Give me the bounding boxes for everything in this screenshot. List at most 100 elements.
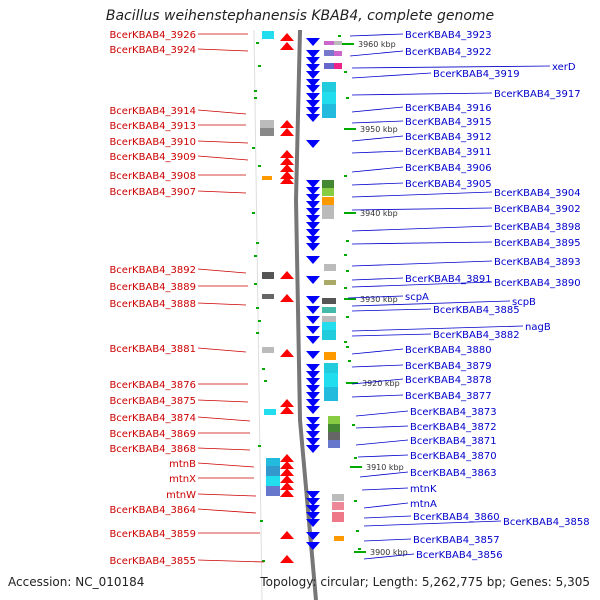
gene-arrow-reverse (306, 276, 320, 284)
right-gene-label: BcerKBAB4_3870 (410, 451, 497, 462)
right-gene-label: BcerKBAB4_3915 (405, 117, 492, 128)
feature-marker (344, 341, 347, 343)
right-gene-label: BcerKBAB4_3904 (494, 188, 581, 199)
gene-color-block (322, 188, 334, 196)
gene-arrow-reverse (306, 85, 320, 93)
gene-arrow-forward (280, 150, 294, 158)
right-label-connector (351, 333, 432, 337)
gene-color-block (264, 409, 276, 415)
right-label-connector (351, 65, 551, 69)
right-gene-label: BcerKBAB4_3879 (405, 361, 492, 372)
gene-color-block (334, 41, 342, 45)
gene-color-block (324, 41, 334, 45)
right-label-connector (351, 300, 511, 307)
left-gene-label: BcerKBAB4_3914 (109, 106, 196, 117)
feature-marker (256, 242, 259, 244)
bp-tick-label: 3940 kbp (360, 209, 398, 218)
gene-color-block (262, 176, 272, 180)
left-gene-label: BcerKBAB4_3874 (109, 413, 196, 424)
gene-arrow-reverse (306, 57, 320, 65)
gene-color-block (260, 120, 274, 128)
right-label-connector (351, 120, 404, 124)
gene-arrow-forward (280, 164, 294, 172)
left-gene-label: BcerKBAB4_3869 (109, 429, 196, 440)
feature-marker (256, 307, 259, 309)
right-gene-label: BcerKBAB4_3880 (405, 345, 492, 356)
gene-color-block (266, 476, 280, 486)
gene-color-block (262, 272, 274, 279)
gene-color-block (322, 92, 336, 104)
right-gene-label: BcerKBAB4_3902 (494, 204, 581, 215)
right-gene-label: BcerKBAB4_3885 (433, 305, 520, 316)
gene-arrow-forward (280, 468, 294, 476)
right-gene-label: BcerKBAB4_3873 (410, 407, 497, 418)
right-gene-label: BcerKBAB4_3906 (405, 163, 492, 174)
right-gene-label: BcerKBAB4_3863 (410, 468, 497, 479)
gene-color-block (332, 512, 344, 522)
left-label-connector (197, 302, 247, 306)
gene-color-block (324, 264, 336, 271)
bp-tick-label: 3950 kbp (360, 125, 398, 134)
right-label-connector (357, 454, 409, 458)
gene-arrow-reverse (306, 326, 320, 334)
gene-arrow-reverse (306, 256, 320, 264)
right-label-connector (351, 378, 404, 385)
right-label-connector (351, 260, 493, 267)
right-gene-label: BcerKBAB4_3919 (433, 69, 520, 80)
feature-marker (252, 147, 255, 149)
right-gene-label: BcerKBAB4_3923 (405, 30, 492, 41)
left-gene-label: BcerKBAB4_3864 (109, 505, 196, 516)
feature-marker (356, 530, 359, 532)
gene-arrow-reverse (306, 445, 320, 453)
gene-arrow-reverse (306, 100, 320, 108)
gene-arrow-reverse (306, 114, 320, 122)
feature-marker (346, 270, 349, 272)
right-gene-label: BcerKBAB4_3912 (405, 132, 492, 143)
left-gene-label: BcerKBAB4_3908 (109, 171, 196, 182)
right-label-connector (363, 502, 409, 509)
right-gene-label: BcerKBAB4_3922 (405, 47, 492, 58)
gene-color-block (322, 82, 336, 92)
gene-arrow-forward (280, 461, 294, 469)
gene-arrow-reverse (306, 93, 320, 101)
gene-arrow-forward (280, 555, 294, 563)
left-gene-label: BcerKBAB4_3913 (109, 121, 196, 132)
gene-color-block (324, 50, 334, 56)
feature-marker (346, 316, 349, 318)
right-label-connector (363, 520, 502, 527)
gene-arrow-reverse (306, 364, 320, 372)
right-label-connector (351, 364, 404, 368)
gene-arrow-forward (280, 120, 294, 128)
left-gene-label: BcerKBAB4_3868 (109, 444, 196, 455)
feature-marker (254, 90, 257, 92)
right-gene-label: mtnK (410, 484, 437, 495)
bp-tick-label: 3930 kbp (360, 295, 398, 304)
gene-color-block (324, 387, 338, 401)
right-gene-label: BcerKBAB4_3898 (494, 222, 581, 233)
feature-marker (346, 240, 349, 242)
gene-arrow-reverse (306, 201, 320, 209)
gene-arrow-forward (280, 482, 294, 490)
right-label-connector (351, 308, 432, 312)
gene-color-block (334, 536, 344, 541)
gene-color-block (324, 373, 338, 387)
left-label-connector (197, 190, 247, 194)
gene-color-block (266, 486, 280, 496)
left-gene-label: BcerKBAB4_3859 (109, 529, 196, 540)
right-label-connector (349, 33, 404, 37)
inner-track-line (253, 29, 263, 600)
gene-arrow-reverse (306, 71, 320, 79)
bp-tick-label: 3960 kbp (358, 40, 396, 49)
feature-marker (254, 97, 257, 99)
right-gene-label: BcerKBAB4_3857 (413, 535, 500, 546)
left-gene-label: mtnX (169, 474, 196, 485)
right-label-connector (351, 150, 404, 154)
right-label-connector (349, 50, 404, 57)
gene-arrow-forward (280, 42, 294, 50)
gene-arrow-reverse (306, 194, 320, 202)
gene-color-block (324, 63, 334, 69)
left-label-connector (197, 559, 265, 563)
feature-marker (260, 520, 263, 522)
gene-arrow-forward (280, 176, 294, 184)
left-gene-label: BcerKBAB4_3881 (109, 344, 196, 355)
